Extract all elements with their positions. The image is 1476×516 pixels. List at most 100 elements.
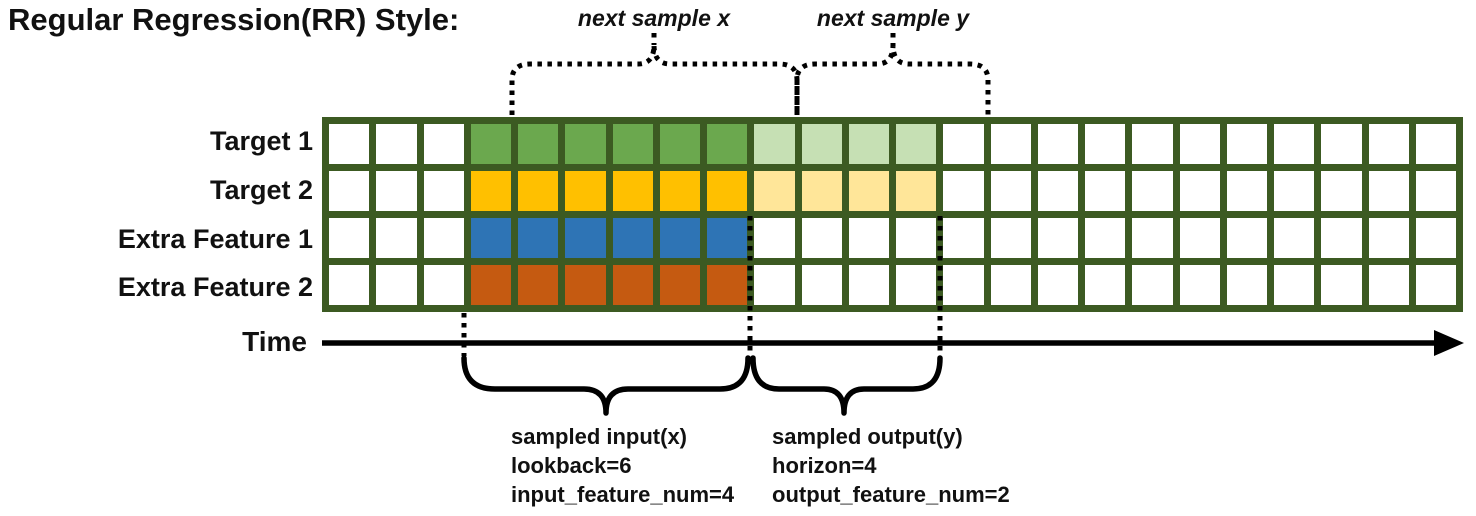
grid-cell: [1368, 171, 1409, 211]
grid-cell: [376, 265, 417, 305]
grid-cell: [612, 124, 653, 164]
grid-cell: [612, 218, 653, 258]
grid-cell: [896, 124, 937, 164]
grid-cell: [801, 124, 842, 164]
grid-cell: [848, 218, 889, 258]
grid-cell: [565, 218, 606, 258]
grid-cell: [754, 265, 795, 305]
next-sample-x-brace: [509, 44, 800, 115]
grid-cell: [990, 265, 1031, 305]
grid-cell: [754, 124, 795, 164]
grid-cell: [801, 171, 842, 211]
diagram-title: Regular Regression(RR) Style:: [8, 2, 460, 37]
grid-cell: [1085, 218, 1126, 258]
grid-cell: [565, 265, 606, 305]
grid-cell: [943, 265, 984, 305]
grid-cell: [659, 171, 700, 211]
sampled-input-title: sampled input(x): [511, 424, 688, 449]
grid-cell: [1085, 171, 1126, 211]
grid-cell: [329, 124, 370, 164]
grid-cell: [990, 171, 1031, 211]
grid-cell: [423, 124, 464, 164]
grid-cell: [329, 171, 370, 211]
grid-cell: [1321, 218, 1362, 258]
row-label-target-2: Target 2: [209, 175, 313, 205]
grid-cell: [612, 171, 653, 211]
grid-cell: [376, 124, 417, 164]
grid-cell: [1037, 265, 1078, 305]
grid-cell: [1321, 265, 1362, 305]
grid-cell: [707, 218, 748, 258]
grid-cell: [1179, 265, 1220, 305]
grid-cell: [1226, 218, 1267, 258]
grid-cell: [1226, 171, 1267, 211]
grid-cell: [1274, 124, 1315, 164]
grid-cell: [848, 171, 889, 211]
grid-cell: [801, 218, 842, 258]
next-sample-x-label: next sample x: [577, 5, 731, 31]
grid-cell: [659, 265, 700, 305]
grid-cell: [518, 171, 559, 211]
sampled-output-brace: [750, 355, 943, 416]
grid-cell: [518, 265, 559, 305]
grid-cell: [376, 218, 417, 258]
grid-cell: [754, 171, 795, 211]
time-arrowhead: [1434, 330, 1464, 356]
grid-cell: [707, 265, 748, 305]
grid-cell: [943, 218, 984, 258]
grid-cell: [1321, 171, 1362, 211]
grid-cell: [1037, 124, 1078, 164]
grid-cell: [423, 218, 464, 258]
grid-cell: [848, 265, 889, 305]
grid-cell: [1226, 265, 1267, 305]
grid-cell: [1179, 124, 1220, 164]
output-feature-num-value: output_feature_num=2: [772, 482, 1010, 507]
lookback-value: lookback=6: [511, 453, 632, 478]
grid-cell: [801, 265, 842, 305]
grid-cell: [1415, 171, 1456, 211]
input-feature-num-value: input_feature_num=4: [511, 482, 735, 507]
grid-cell: [896, 171, 937, 211]
grid-cell: [423, 265, 464, 305]
grid-cell: [848, 124, 889, 164]
grid-cell: [1274, 265, 1315, 305]
grid-cell: [518, 218, 559, 258]
grid-cell: [943, 171, 984, 211]
grid-cell: [1132, 265, 1173, 305]
grid-cell: [1415, 124, 1456, 164]
grid-cell: [1368, 124, 1409, 164]
grid-cell: [990, 218, 1031, 258]
sample-grid: [322, 117, 1463, 312]
grid-cell: [329, 218, 370, 258]
horizon-value: horizon=4: [772, 453, 877, 478]
grid-cell: [423, 171, 464, 211]
grid-cell: [1226, 124, 1267, 164]
grid-cell: [1132, 124, 1173, 164]
grid-cell: [1274, 218, 1315, 258]
grid-cell: [754, 218, 795, 258]
grid-cell: [707, 171, 748, 211]
grid-cell: [659, 124, 700, 164]
grid-cell: [1085, 265, 1126, 305]
grid-cell: [565, 171, 606, 211]
grid-cell: [1085, 124, 1126, 164]
grid-cell: [707, 124, 748, 164]
grid-cell: [376, 171, 417, 211]
row-label-extra-feature-2: Extra Feature 2: [117, 272, 313, 302]
grid-cell: [470, 218, 511, 258]
sampled-input-annotation: sampled input(x) lookback=6 input_featur…: [511, 422, 734, 509]
grid-cell: [1132, 171, 1173, 211]
grid-cell: [470, 171, 511, 211]
grid-cell: [470, 265, 511, 305]
grid-cell: [1368, 265, 1409, 305]
grid-cell: [1415, 218, 1456, 258]
row-label-target-1: Target 1: [209, 126, 313, 156]
sampled-output-annotation: sampled output(y) horizon=4 output_featu…: [772, 422, 1010, 509]
grid-cell: [329, 265, 370, 305]
grid-cell: [1037, 218, 1078, 258]
grid-cell: [1321, 124, 1362, 164]
grid-cell: [1368, 218, 1409, 258]
grid-cell: [943, 124, 984, 164]
grid-cell: [1179, 171, 1220, 211]
